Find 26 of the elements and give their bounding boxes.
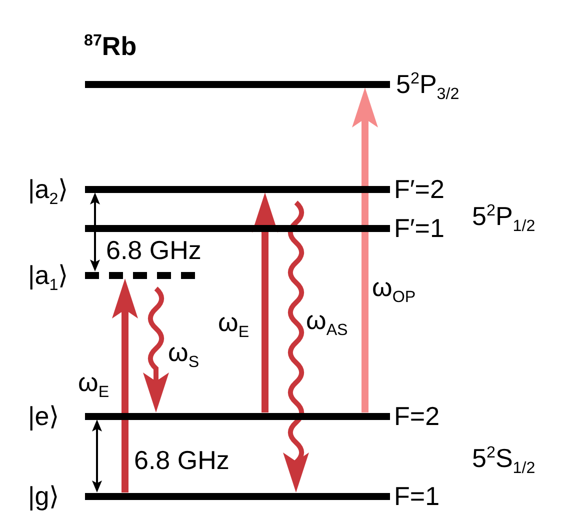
state-label: |e⟩ [28,403,60,429]
diagram-title: $^{87}$Rb [84,33,137,59]
term-label: 5$^{2}$P$_{1/2}$ [472,203,536,229]
double-arrow [90,192,100,272]
edge-label: ω$_{OP}$ [372,274,416,300]
wavy-arrow [283,200,309,492]
state-label: |a$_{1}$⟩ [28,262,68,288]
level-label: F′=1 [394,215,444,241]
edge-label: 6.8 GHz [134,447,230,473]
arrow [112,278,138,492]
edge-label: ω$_{AS}$ [306,307,348,333]
double-arrow [92,420,102,492]
edge-label: ω$_{E}$ [218,309,250,335]
edge-label: 6.8 GHz [106,237,202,263]
level-label: 5$^{2}$P$_{3/2}$ [396,71,460,97]
edge-label: ω$_{E}$ [78,369,110,395]
wavy-arrow [143,286,169,412]
edge-label: ω$_{S}$ [168,339,200,365]
level-label: F=1 [394,483,440,509]
arrow [252,192,278,412]
level-label: F=2 [394,403,440,429]
state-label: |g⟩ [28,483,60,509]
arrow [352,88,378,412]
state-label: |a$_{2}$⟩ [28,176,68,202]
term-label: 5$^{2}$S$_{1/2}$ [472,445,536,471]
level-label: F′=2 [394,176,444,202]
